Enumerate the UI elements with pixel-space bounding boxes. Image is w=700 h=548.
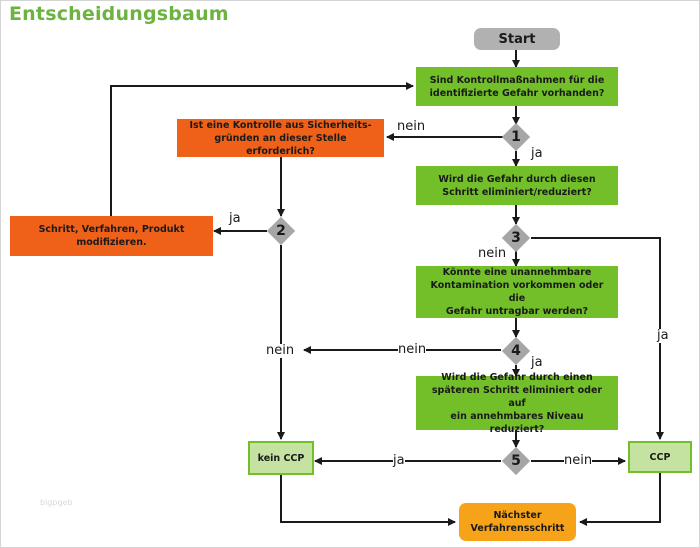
label-d5-yes: ja [393, 453, 405, 468]
arrow-no-ccp-to-next [280, 475, 456, 526]
label-d3-no: nein [478, 246, 507, 261]
question-safety-control: Ist eine Kontrolle aus Sicherheits- grün… [177, 119, 384, 157]
question-control-measures: Sind Kontrollmaßnahmen für die identifiz… [416, 67, 618, 106]
label-d2-yes: ja [229, 211, 241, 226]
arrow-modify-loop-to-q1 [110, 82, 414, 216]
decision-5: 5 [502, 447, 530, 475]
decision-3: 3 [502, 224, 530, 252]
question-contamination: Könnte eine unannehmbare Kontamination v… [416, 266, 618, 318]
label-d2-no: nein [266, 343, 295, 358]
arrow-d3-yes-to-ccp [531, 237, 664, 440]
decision-4: 4 [502, 337, 530, 365]
result-no-ccp: kein CCP [248, 441, 314, 475]
decision-3-number: 3 [511, 230, 521, 246]
page-title: Entscheidungsbaum [9, 3, 229, 25]
question-hazard-eliminated: Wird die Gefahr durch diesen Schritt eli… [416, 166, 618, 205]
decision-1: 1 [502, 123, 530, 151]
decision-4-number: 4 [511, 343, 521, 359]
next-process-step: Nächster Verfahrensschritt [459, 503, 576, 541]
label-d4-no: nein [398, 342, 427, 357]
label-d1-no: nein [397, 119, 426, 134]
result-ccp: CCP [628, 441, 692, 473]
label-d3-yes: ja [657, 328, 669, 343]
start-node: Start [474, 28, 560, 50]
label-d5-no: nein [564, 453, 593, 468]
decision-2-number: 2 [276, 223, 286, 239]
question-later-step: Wird die Gefahr durch einen späteren Sch… [416, 372, 618, 435]
label-d4-yes: ja [531, 355, 543, 370]
decision-1-number: 1 [511, 129, 521, 145]
decision-2: 2 [267, 217, 295, 245]
arrow-ccp-to-next [579, 473, 661, 526]
watermark: bigpgeb [40, 498, 73, 507]
label-d1-yes: ja [531, 146, 543, 161]
decision-5-number: 5 [511, 453, 521, 469]
action-modify-step: Schritt, Verfahren, Produkt modifizieren… [10, 216, 213, 256]
